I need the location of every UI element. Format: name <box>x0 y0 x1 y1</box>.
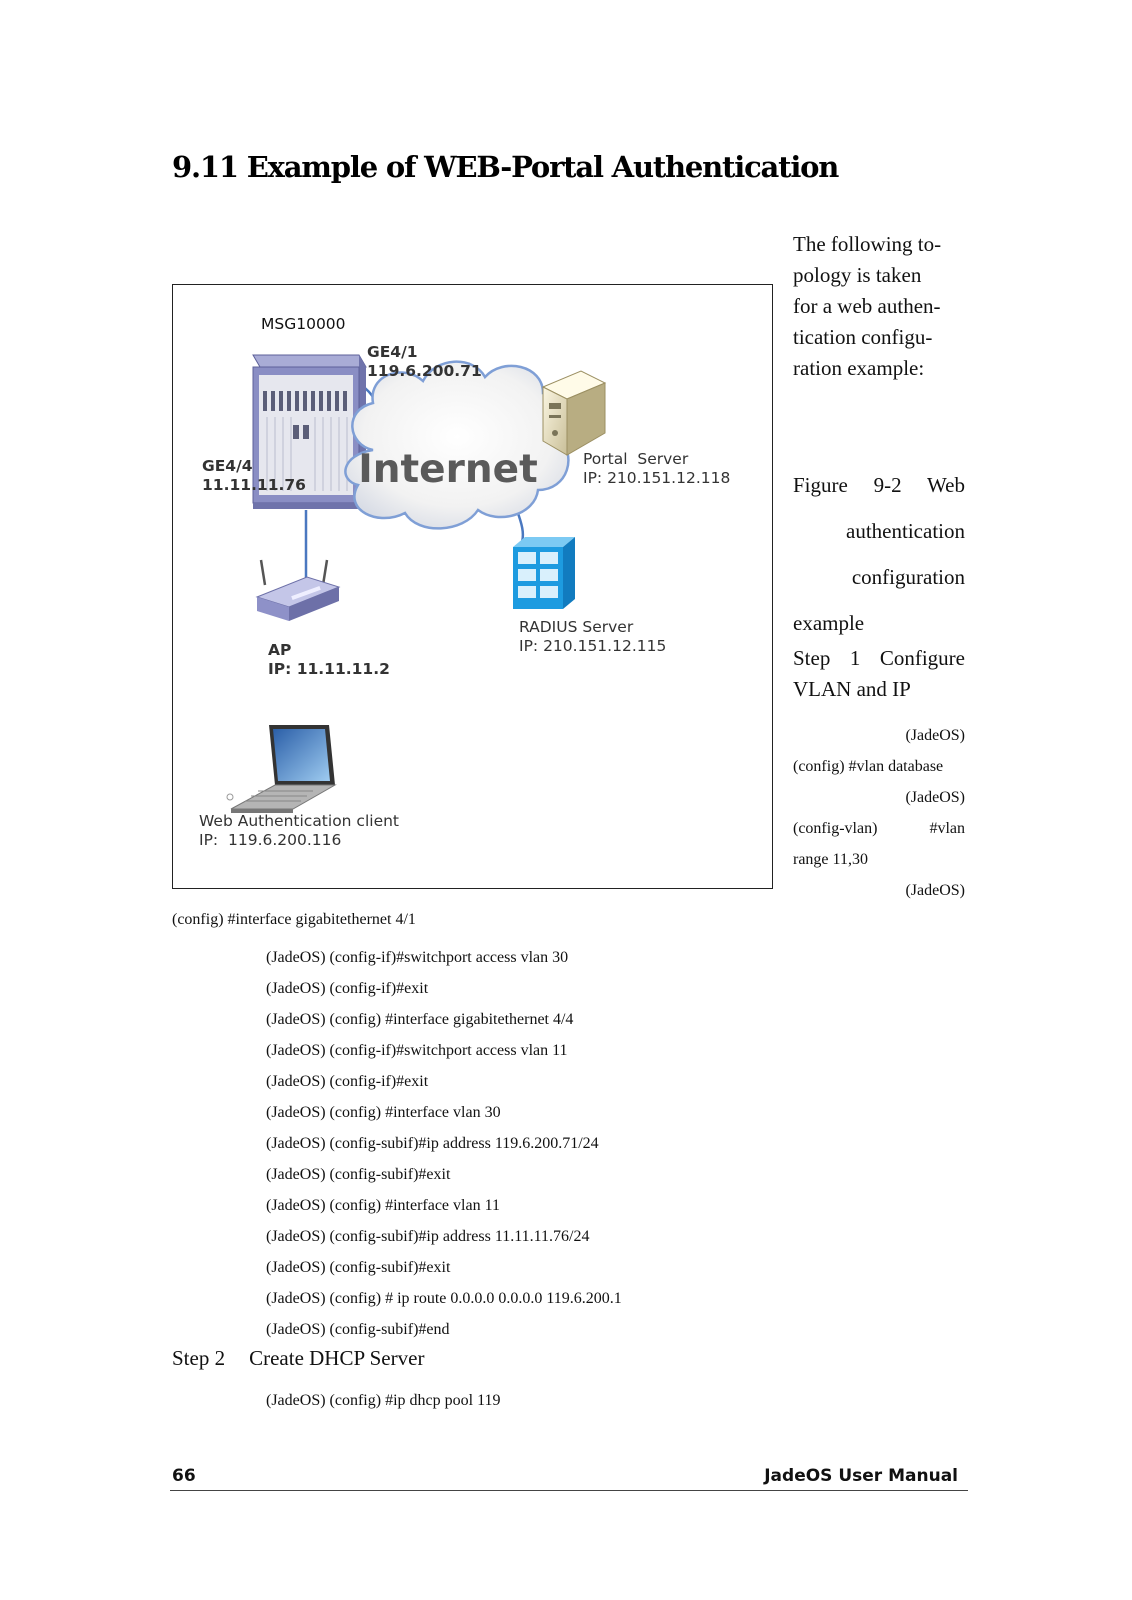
code-line: (config) #interface gigabitethernet 4/1 <box>172 911 416 928</box>
code-line: (JadeOS) (config) #ip dhcp pool 119 <box>266 1392 501 1409</box>
ap-router-icon <box>255 559 341 621</box>
client-ip: IP: 119.6.200.116 <box>199 831 342 849</box>
caption-line: configuration <box>851 565 965 589</box>
internet-cloud-icon: Internet <box>344 360 571 530</box>
caption-word: Figure <box>793 473 848 497</box>
code-block: (JadeOS) (config-if)#switchport access v… <box>266 942 622 1345</box>
intro-line: pology is taken <box>793 263 922 287</box>
radius-server-ip: IP: 210.151.12.115 <box>519 637 667 655</box>
code-word: #vlan <box>929 820 965 837</box>
intro-line: ration example: <box>793 356 925 380</box>
topology-diagram: Internet <box>226 354 607 813</box>
code-line: (JadeOS) (config-if)#switchport access v… <box>266 1042 568 1059</box>
step1-heading: Step 1 Configure VLAN and IP <box>793 643 965 705</box>
radius-server-icon <box>513 537 575 609</box>
ge41-ip-label: 119.6.200.71 <box>367 362 482 380</box>
portal-server-ip: IP: 210.151.12.118 <box>583 469 731 487</box>
step2-heading: Step 2 Create DHCP Server <box>172 1346 424 1371</box>
ge44-label: GE4/4 <box>202 457 253 475</box>
step1-word: Configure <box>879 646 965 670</box>
code-line: (JadeOS) (config) #interface vlan 11 <box>266 1197 500 1214</box>
ap-ip: IP: 11.11.11.2 <box>268 660 390 678</box>
page-footer: 66 JadeOS User Manual <box>170 1466 968 1491</box>
code-line: (JadeOS) (config-if)#exit <box>266 1073 429 1090</box>
code-line: (JadeOS) (config-subif)#exit <box>266 1166 451 1183</box>
figure-caption: Figure 9-2 Web authentication configurat… <box>793 462 965 646</box>
caption-line: example <box>793 611 865 635</box>
portal-server-name: Portal Server <box>583 450 689 468</box>
internet-label: Internet <box>358 447 537 492</box>
portal-server-icon <box>541 370 607 456</box>
code-line: (JadeOS) (config) #interface vlan 30 <box>266 1104 501 1121</box>
code-line: (JadeOS) (config-if)#switchport access v… <box>266 949 569 966</box>
ge44-ip-label: 11.11.11.76 <box>202 476 306 494</box>
code-line: range 11,30 <box>793 851 868 868</box>
manual-title: JadeOS User Manual <box>764 1466 958 1486</box>
code-line: (config-vlan) #vlan <box>793 813 965 844</box>
caption-word: Web <box>927 473 966 497</box>
code-word: (config-vlan) <box>793 820 878 837</box>
code-line: (JadeOS) (config-subif)#ip address 119.6… <box>266 1135 599 1152</box>
device-name-label: MSG10000 <box>261 315 346 333</box>
code-line: (config) #vlan database <box>793 758 944 775</box>
intro-line: The following to- <box>793 232 942 256</box>
page-number: 66 <box>172 1466 196 1486</box>
code-line: (JadeOS) (config) #interface gigabitethe… <box>266 1011 574 1028</box>
step1-line: VLAN and IP <box>793 677 911 701</box>
code-line: (JadeOS) (config-subif)#exit <box>266 1259 451 1276</box>
step1-word: 1 <box>849 646 861 670</box>
caption-line: authentication <box>846 519 965 543</box>
side-code: (JadeOS) (config) #vlan database (JadeOS… <box>793 720 965 906</box>
topology-figure: Internet <box>172 284 773 889</box>
step2-label: Step 2 <box>172 1346 226 1370</box>
intro-paragraph: The following to- pology is taken for a … <box>793 229 965 384</box>
code-line: (JadeOS) <box>905 727 965 744</box>
intro-line: tication configu- <box>793 325 933 349</box>
client-name: Web Authentication client <box>199 812 400 830</box>
radius-server-name: RADIUS Server <box>519 618 634 636</box>
section-heading: 9.11 Example of WEB-Portal Authenticatio… <box>172 150 839 184</box>
step1-line: Step 1 Configure <box>793 643 965 674</box>
laptop-icon <box>226 725 337 813</box>
ge41-label: GE4/1 <box>367 343 418 361</box>
code-line: (JadeOS) <box>905 789 965 806</box>
code-line: (JadeOS) (config) # ip route 0.0.0.0 0.0… <box>266 1290 622 1307</box>
code-line: (JadeOS) (config-subif)#ip address 11.11… <box>266 1228 590 1245</box>
code-line: (JadeOS) (config-if)#exit <box>266 980 429 997</box>
step2-title: Create DHCP Server <box>249 1346 425 1370</box>
code-line: (JadeOS) (config-subif)#end <box>266 1321 450 1338</box>
caption-line: Figure 9-2 Web <box>793 462 965 508</box>
ap-name: AP <box>268 641 292 659</box>
caption-word: 9-2 <box>873 473 902 497</box>
code-line: (JadeOS) <box>905 882 965 899</box>
msg-chassis-icon <box>252 354 367 509</box>
intro-line: for a web authen- <box>793 294 941 318</box>
step1-word: Step <box>793 646 831 670</box>
